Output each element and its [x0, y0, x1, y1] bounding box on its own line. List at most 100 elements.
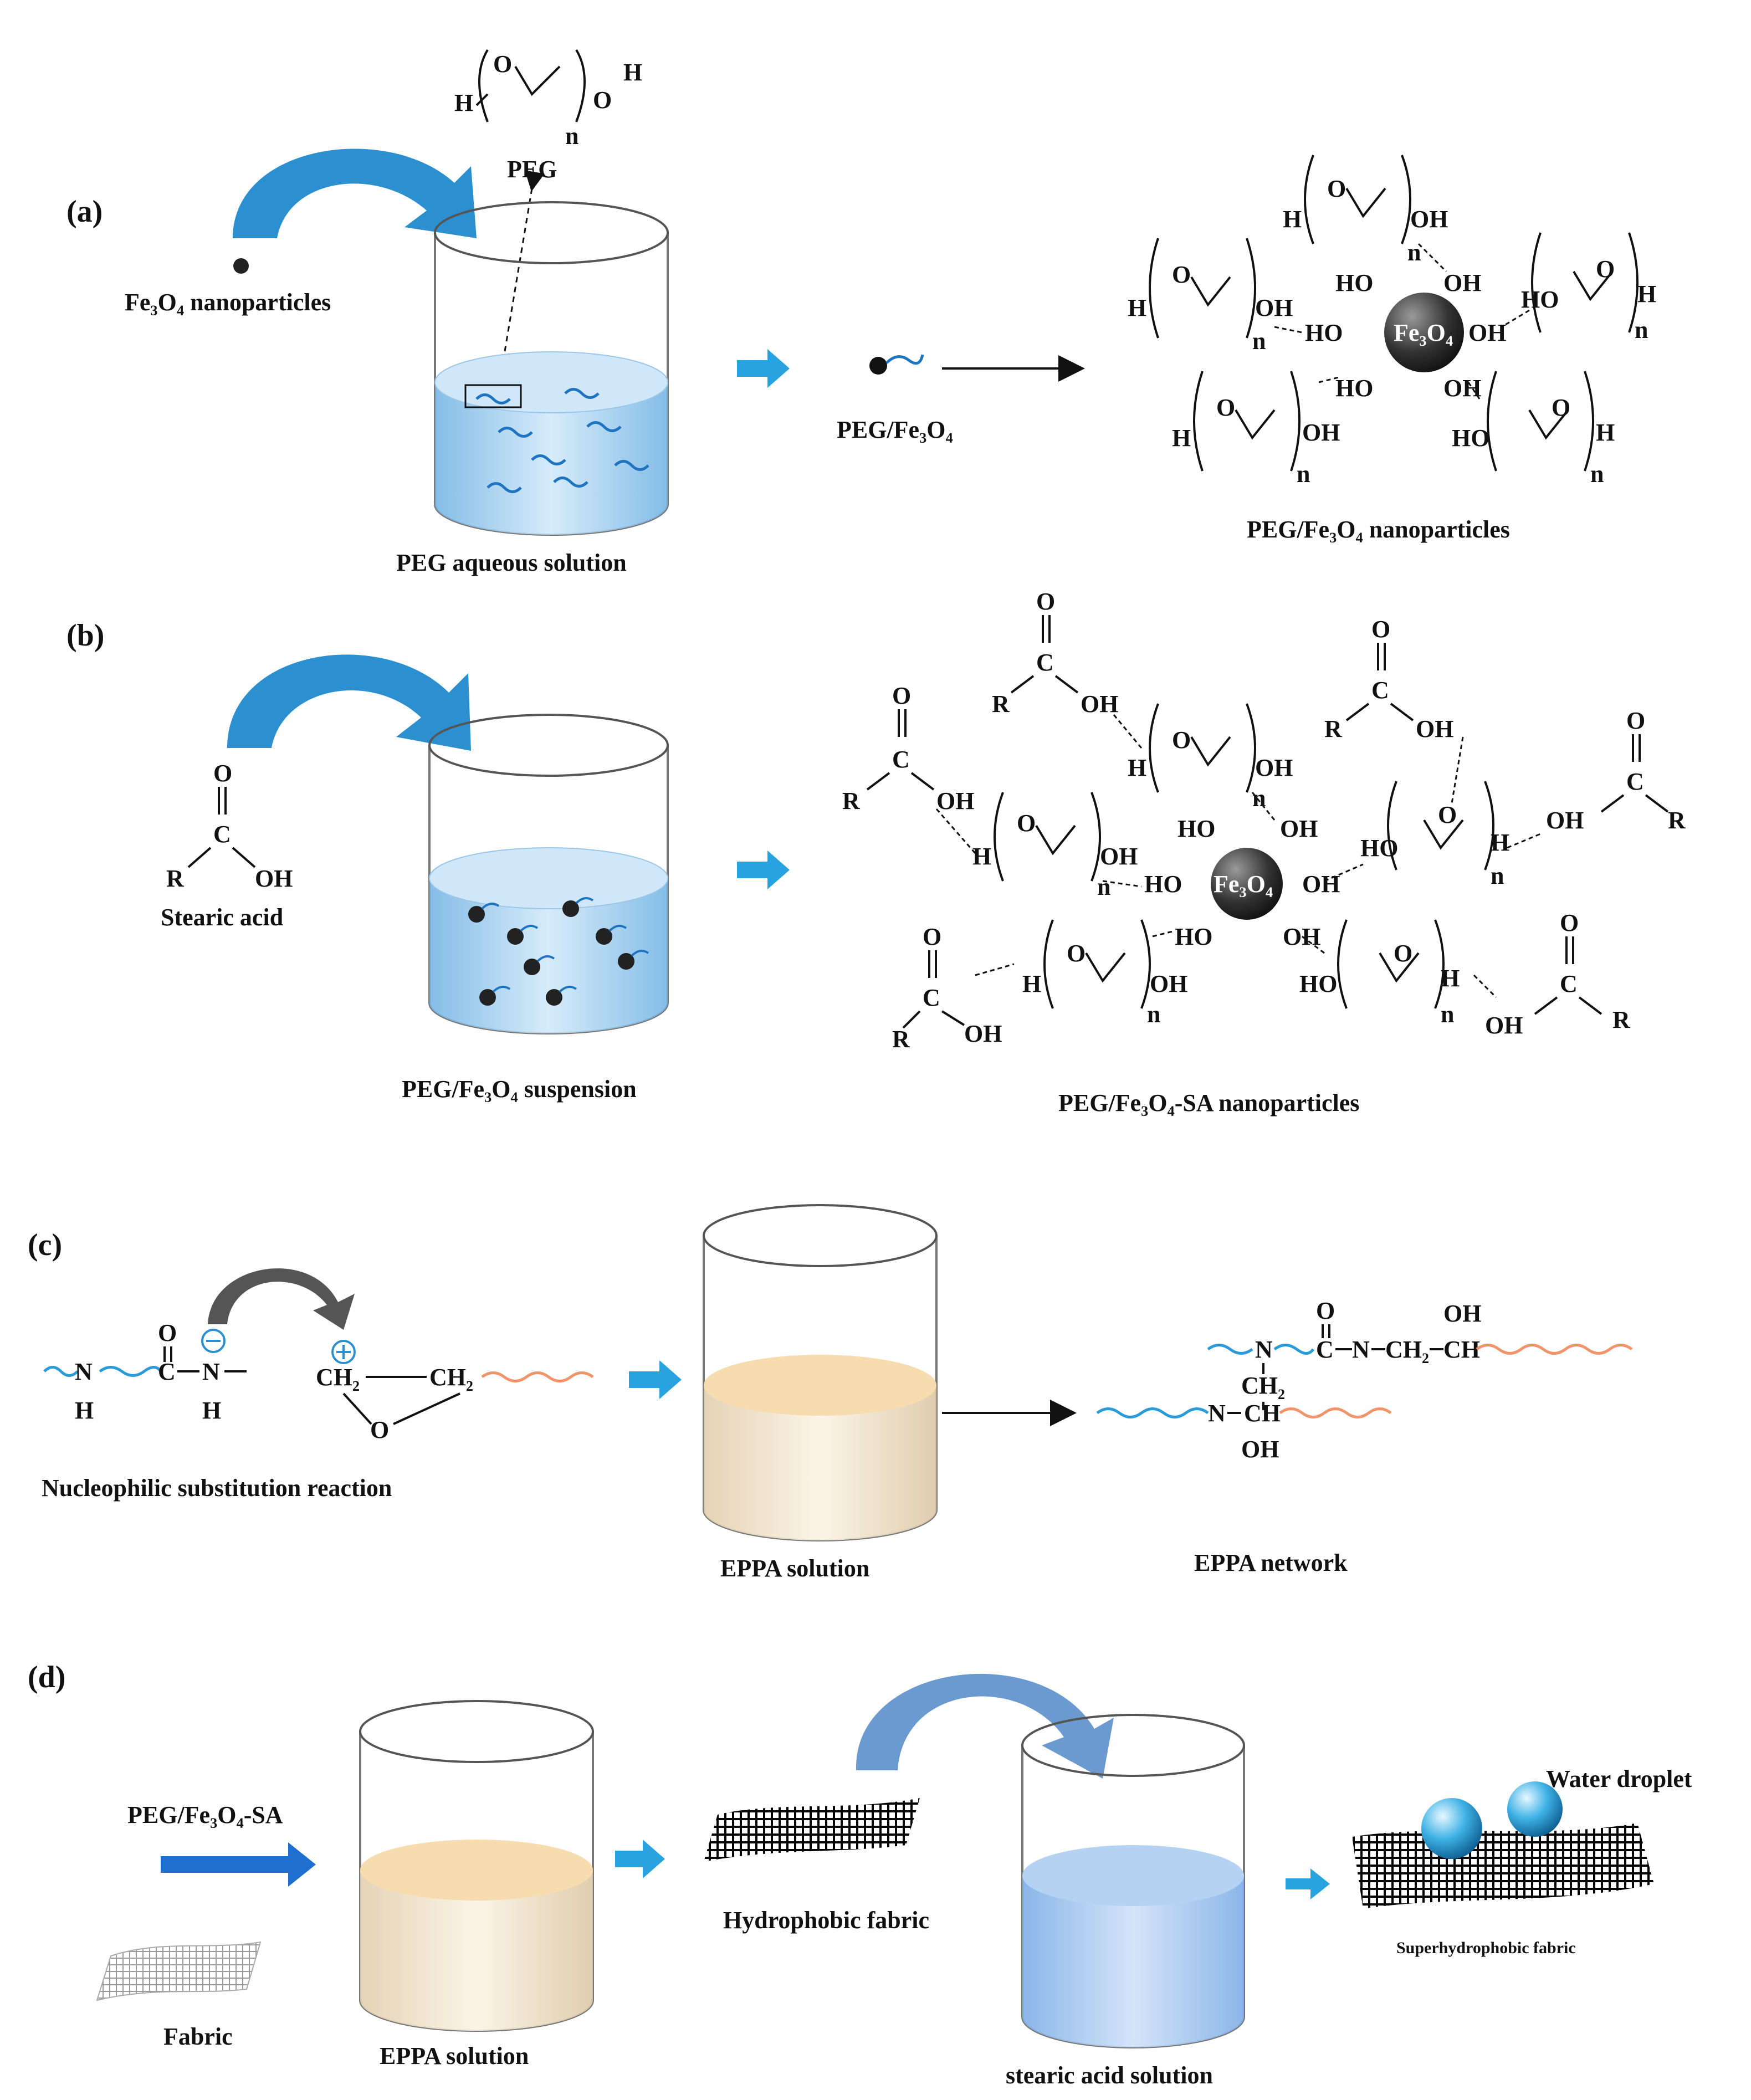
hydrophobic-fabric-label: Hydrophobic fabric — [723, 1907, 929, 1934]
svg-text:O: O — [1172, 726, 1191, 754]
svg-text:H: H — [1128, 294, 1146, 321]
svg-text:HO: HO — [1521, 286, 1559, 313]
svg-text:O: O — [1172, 261, 1191, 288]
svg-text:H: H — [1172, 424, 1191, 452]
svg-text:C: C — [1371, 677, 1389, 704]
svg-text:n: n — [1147, 1001, 1160, 1028]
svg-text:O: O — [923, 923, 941, 950]
svg-text:OH: OH — [1150, 970, 1187, 997]
water-droplet-label: Water droplet — [1546, 1765, 1692, 1792]
additive-label: PEG/Fe₃O₄-SA — [127, 1801, 283, 1828]
svg-text:Fe₃O₄: Fe₃O₄ — [1394, 319, 1453, 346]
stearic-acid-structure: O C R OH — [166, 760, 293, 892]
svg-text:O: O — [1560, 909, 1579, 936]
svg-text:O: O — [1216, 394, 1235, 421]
svg-text:O: O — [1596, 255, 1615, 283]
svg-text:OH: OH — [255, 865, 293, 892]
svg-text:HO: HO — [1177, 815, 1215, 842]
svg-text:n: n — [1252, 327, 1266, 355]
svg-text:N: N — [1255, 1336, 1273, 1363]
peg-label: PEG — [507, 156, 557, 183]
svg-text:C: C — [1560, 970, 1578, 997]
panel-d-tag: (d) — [28, 1660, 65, 1694]
flow-arrow-icon — [737, 349, 790, 388]
svg-text:N: N — [1352, 1336, 1370, 1363]
hydrophobic-fabric-icon — [704, 1798, 920, 1862]
svg-text:C: C — [1626, 768, 1644, 795]
fe3o4-label: Fe₃O₄ nanoparticles — [125, 289, 331, 316]
svg-text:CH: CH — [429, 1364, 466, 1391]
svg-text:HO: HO — [1175, 923, 1212, 950]
beaker-stearic — [1021, 1714, 1245, 2048]
svg-text:H: H — [972, 843, 991, 870]
beaker-peg-fe3o4-label: PEG/Fe₃O₄ suspension — [402, 1075, 637, 1103]
svg-text:OH: OH — [1443, 1300, 1481, 1327]
peg-structure: H O n O H — [454, 49, 642, 150]
svg-text:OH: OH — [1302, 419, 1340, 446]
svg-text:Fe₃O₄: Fe₃O₄ — [1214, 870, 1273, 898]
svg-text:CH: CH — [1244, 1400, 1281, 1427]
svg-text:N: N — [202, 1358, 220, 1385]
svg-text:HO: HO — [1360, 834, 1398, 862]
fe3o4-particle-icon — [233, 258, 249, 274]
svg-text:C: C — [1316, 1336, 1334, 1363]
panel-a-tag: (a) — [66, 194, 103, 229]
svg-text:O: O — [593, 86, 612, 114]
svg-text:C: C — [213, 821, 231, 848]
svg-text:C: C — [923, 984, 940, 1011]
svg-text:OH: OH — [964, 1020, 1002, 1047]
svg-text:H: H — [1283, 206, 1302, 233]
svg-text:n: n — [565, 122, 578, 150]
svg-text:C: C — [1036, 649, 1054, 676]
svg-text:H: H — [1637, 280, 1656, 308]
svg-text:HO: HO — [1305, 319, 1343, 346]
svg-text:R: R — [1668, 807, 1686, 834]
peg-fe3o4-label: PEG/Fe₃O₄ — [837, 416, 953, 443]
water-droplet-icon — [1507, 1781, 1563, 1837]
flow-arrow-icon — [737, 851, 790, 889]
panel-d: (d) PEG/Fe₃O₄-SA Fabric EPPA solution Hy… — [28, 1660, 1692, 2089]
svg-text:OH: OH — [1410, 206, 1448, 233]
svg-text:H: H — [623, 59, 642, 86]
superhydrophobic-fabric-label: Superhydrophobic fabric — [1396, 1939, 1576, 1957]
svg-text:R: R — [1324, 715, 1343, 742]
svg-text:n: n — [1297, 460, 1310, 488]
svg-text:OH: OH — [1416, 715, 1453, 742]
svg-text:CH: CH — [1385, 1336, 1422, 1363]
panel-b: (b) O C R OH Stearic acid — [66, 588, 1686, 1116]
beaker-eppa-c-label: EPPA solution — [720, 1555, 869, 1582]
svg-text:CH: CH — [316, 1364, 352, 1391]
stearic-acid-label: Stearic acid — [161, 904, 283, 931]
curved-arrow-icon — [227, 654, 471, 751]
peg-fe3o4-nanoparticles-label: PEG/Fe₃O₄ nanoparticles — [1247, 516, 1510, 543]
svg-text:H: H — [202, 1397, 221, 1424]
svg-text:OH: OH — [936, 787, 974, 815]
svg-text:R: R — [1612, 1006, 1631, 1033]
beaker-eppa-d — [359, 1700, 594, 2032]
superhydrophobic-fabric-icon — [1352, 1823, 1654, 1909]
beaker-eppa-c — [703, 1204, 938, 1541]
svg-text:H: H — [1596, 419, 1615, 446]
svg-text:HO: HO — [1144, 870, 1182, 898]
flow-arrow-icon — [615, 1840, 665, 1878]
svg-text:R: R — [892, 1026, 910, 1053]
panel-c-tag: (c) — [28, 1228, 62, 1262]
svg-text:CH: CH — [1241, 1372, 1278, 1399]
water-droplet-icon — [1421, 1798, 1482, 1859]
svg-text:HO: HO — [1452, 424, 1489, 452]
curved-arrow-icon — [856, 1673, 1114, 1779]
svg-text:C: C — [158, 1358, 176, 1385]
svg-text:HO: HO — [1299, 970, 1337, 997]
svg-text:CH: CH — [1443, 1336, 1480, 1363]
beaker-peg — [434, 201, 669, 536]
flow-arrow-icon — [1286, 1868, 1330, 1899]
svg-text:n: n — [1252, 785, 1266, 812]
nucleophile-structure: N H C O N H — [43, 1319, 247, 1424]
svg-text:HO: HO — [1335, 375, 1373, 402]
beaker-peg-fe3o4 — [428, 714, 669, 1034]
fabric-label: Fabric — [163, 2023, 233, 2050]
